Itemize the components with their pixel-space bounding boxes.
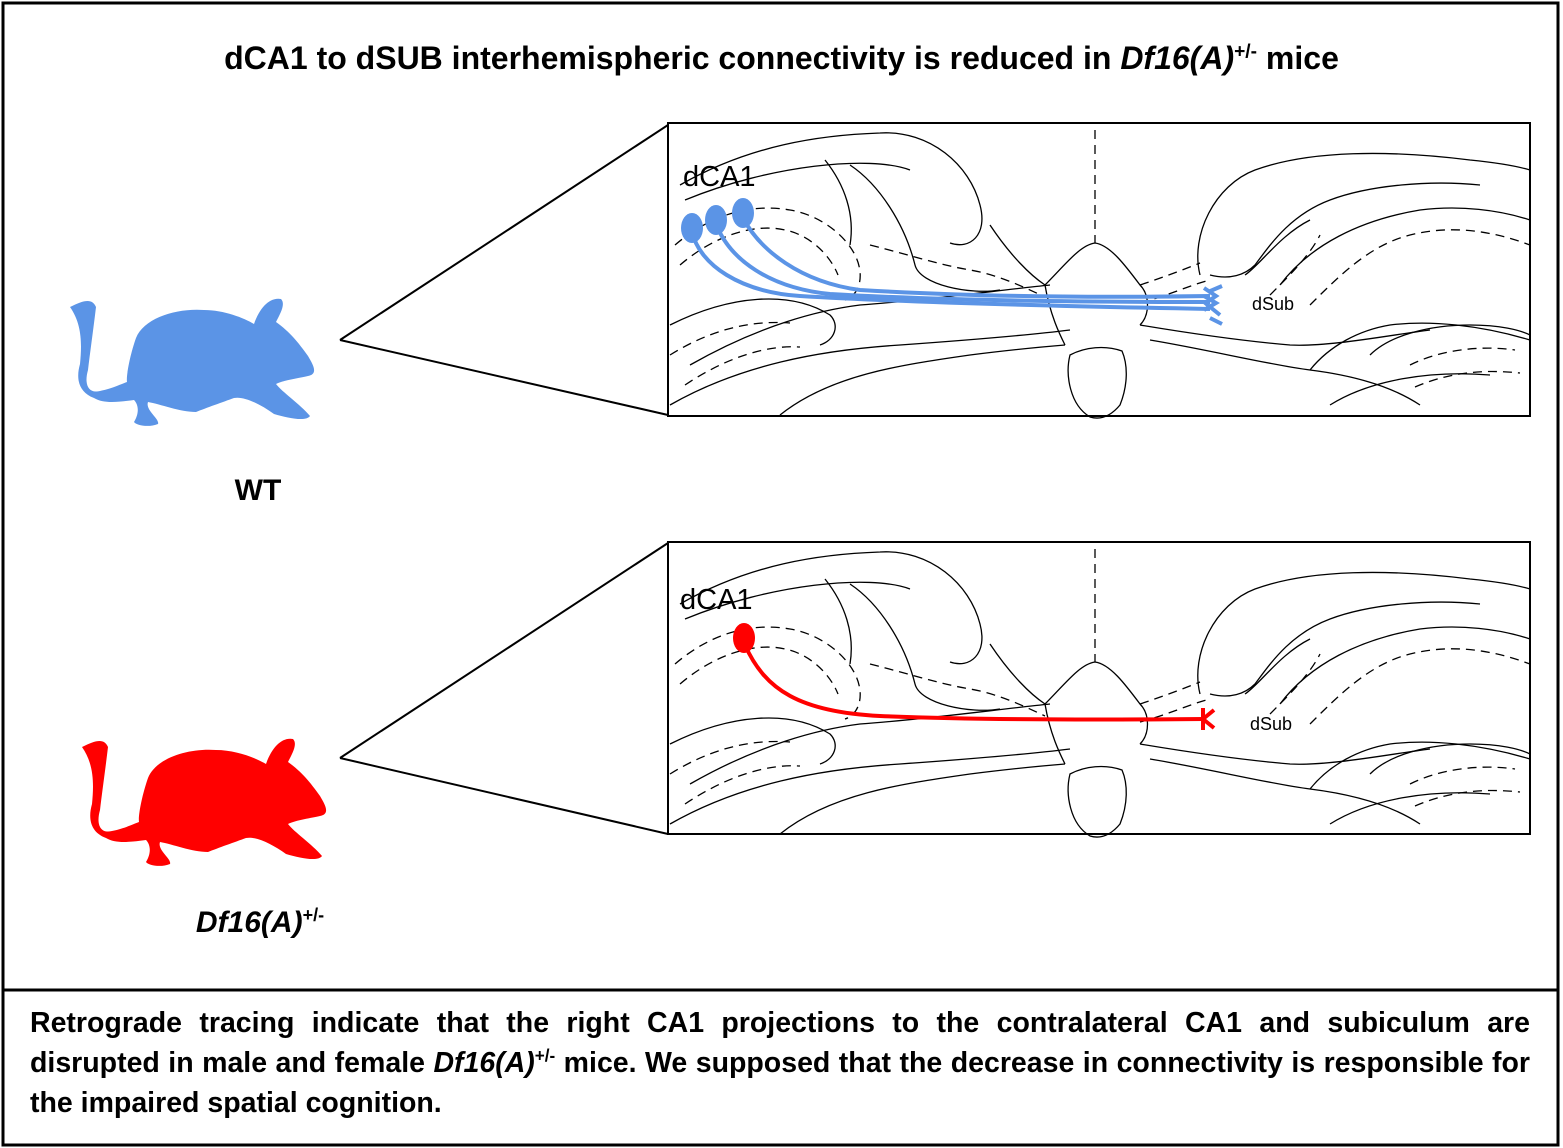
caption-text-end: mice. We supposed that the decrease in c… xyxy=(30,1047,1531,1119)
wt-inset-frame xyxy=(667,122,1531,417)
title-gene: Df16(A) xyxy=(1120,40,1235,76)
figure-title: dCA1 to dSUB interhemispheric connectivi… xyxy=(4,40,1559,77)
mutant-label-sup: +/- xyxy=(302,905,325,925)
mutant-label: Df16(A)+/- xyxy=(160,906,360,940)
wt-zoom-lines xyxy=(339,124,669,416)
title-genotype-sup: +/- xyxy=(1234,41,1258,63)
wt-dsub-label: dSub xyxy=(1252,294,1294,314)
title-text-end: mice xyxy=(1257,40,1339,76)
wt-dca1-label: dCA1 xyxy=(683,161,756,193)
mutant-label-gene: Df16(A) xyxy=(195,906,303,939)
mutant-projection xyxy=(743,644,1216,730)
figure-caption: Retrograde tracing indicate that the rig… xyxy=(30,1003,1530,1123)
wt-neurons xyxy=(681,198,754,243)
mutant-neurons xyxy=(733,623,755,653)
title-text: dCA1 to dSUB interhemispheric connectivi… xyxy=(224,40,1121,76)
caption-text: Retrograde tracing indicate that the rig… xyxy=(30,1007,1530,1079)
mutant-mouse-icon xyxy=(82,738,327,866)
mutant-dca1-label: dCA1 xyxy=(680,584,753,616)
caption-gene: Df16(A) xyxy=(433,1047,535,1079)
mutant-inset-frame xyxy=(667,541,1531,835)
wt-label: WT xyxy=(235,474,282,507)
caption-genotype-sup: +/- xyxy=(534,1046,556,1066)
mutant-zoom-lines xyxy=(339,542,669,835)
mutant-dsub-label: dSub xyxy=(1250,714,1292,734)
wt-projections xyxy=(690,217,1223,326)
caption-frame xyxy=(1,988,1560,1147)
wt-mouse-icon xyxy=(70,298,315,426)
